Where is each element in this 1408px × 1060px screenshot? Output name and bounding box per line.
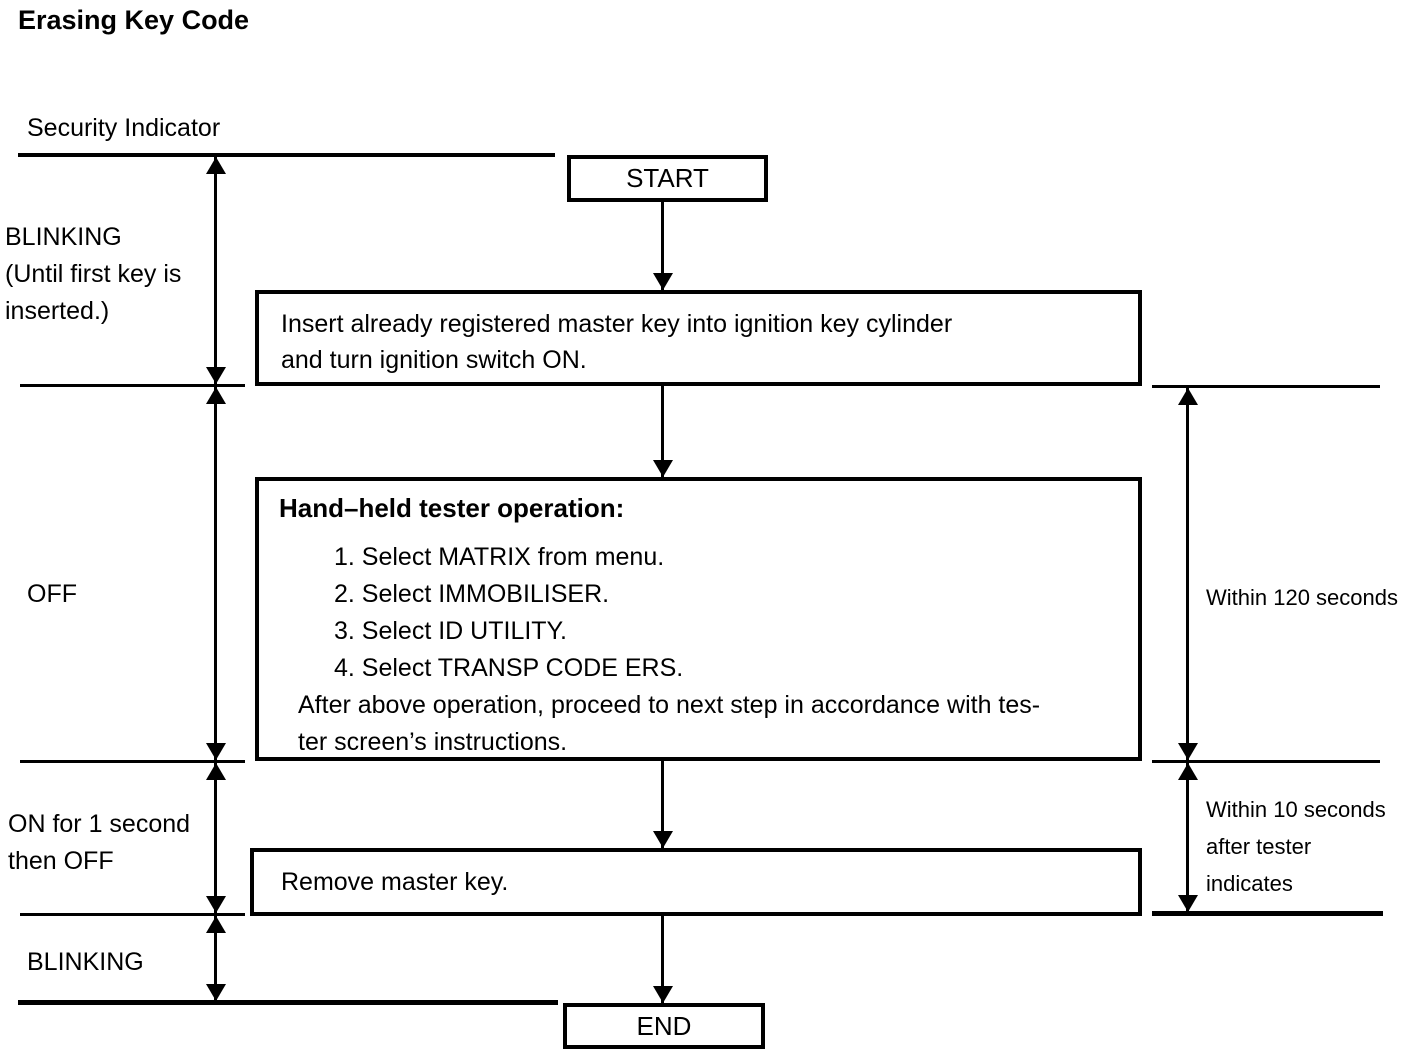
step-insert-key-text: Insert already registered master key int… — [281, 310, 953, 374]
timeline-arrow-off — [205, 387, 226, 760]
tester-step-1: 1. Select MATRIX from menu. — [334, 543, 665, 571]
security-indicator-label: Security Indicator — [27, 114, 221, 142]
right-tick-2 — [1152, 760, 1380, 763]
step-remove-key-text: Remove master key. — [281, 867, 509, 896]
tester-step-4: 4. Select TRANSP CODE ERS. — [334, 654, 684, 682]
left-tick-3 — [20, 913, 245, 916]
top-indicator-line — [18, 153, 555, 157]
flow-arrow-tester-to-remove — [652, 761, 673, 848]
flow-arrow-remove-to-end — [652, 916, 673, 1003]
timing-arrow-within-10 — [1177, 763, 1198, 912]
end-node-label: END — [636, 1010, 692, 1041]
right-tick-1 — [1152, 385, 1380, 388]
timeline-arrow-on-then-off — [205, 763, 226, 913]
end-node: END — [563, 1003, 765, 1049]
timing-label-within-120: Within 120 seconds — [1206, 585, 1398, 610]
tester-operation-note: After above operation, proceed to next s… — [298, 691, 1041, 756]
flow-arrow-insert-to-tester — [652, 386, 673, 477]
bottom-indicator-line — [18, 1000, 558, 1005]
right-tick-3 — [1152, 911, 1383, 916]
timeline-arrow-blinking-until — [205, 157, 226, 384]
timing-arrow-within-120 — [1177, 388, 1198, 760]
step-tester-operation-box: Hand–held tester operation: 1. Select MA… — [255, 477, 1142, 761]
start-node: START — [567, 155, 768, 202]
left-tick-1 — [20, 384, 245, 387]
start-node-label: START — [626, 163, 709, 193]
tester-step-2: 2. Select IMMOBILISER. — [334, 580, 610, 608]
state-label-on-then-off: ON for 1 second then OFF — [8, 810, 191, 875]
step-remove-key-box: Remove master key. — [250, 848, 1142, 916]
tester-operation-heading: Hand–held tester operation: — [279, 493, 625, 523]
flow-arrow-start-to-insert — [652, 202, 673, 290]
state-label-off: OFF — [27, 580, 77, 608]
state-label-blinking: BLINKING — [27, 948, 144, 976]
state-label-blinking-until: BLINKING (Until first key is inserted.) — [5, 223, 182, 325]
left-tick-2 — [20, 760, 245, 763]
timeline-arrow-blinking — [205, 916, 226, 1001]
tester-operation-steps: 1. Select MATRIX from menu. 2. Select IM… — [334, 539, 1138, 687]
tester-step-3: 3. Select ID UTILITY. — [334, 617, 567, 645]
timing-label-within-10: Within 10 seconds after tester indicates — [1206, 797, 1386, 896]
step-insert-key-box: Insert already registered master key int… — [255, 290, 1142, 386]
page-title: Erasing Key Code — [18, 5, 250, 35]
